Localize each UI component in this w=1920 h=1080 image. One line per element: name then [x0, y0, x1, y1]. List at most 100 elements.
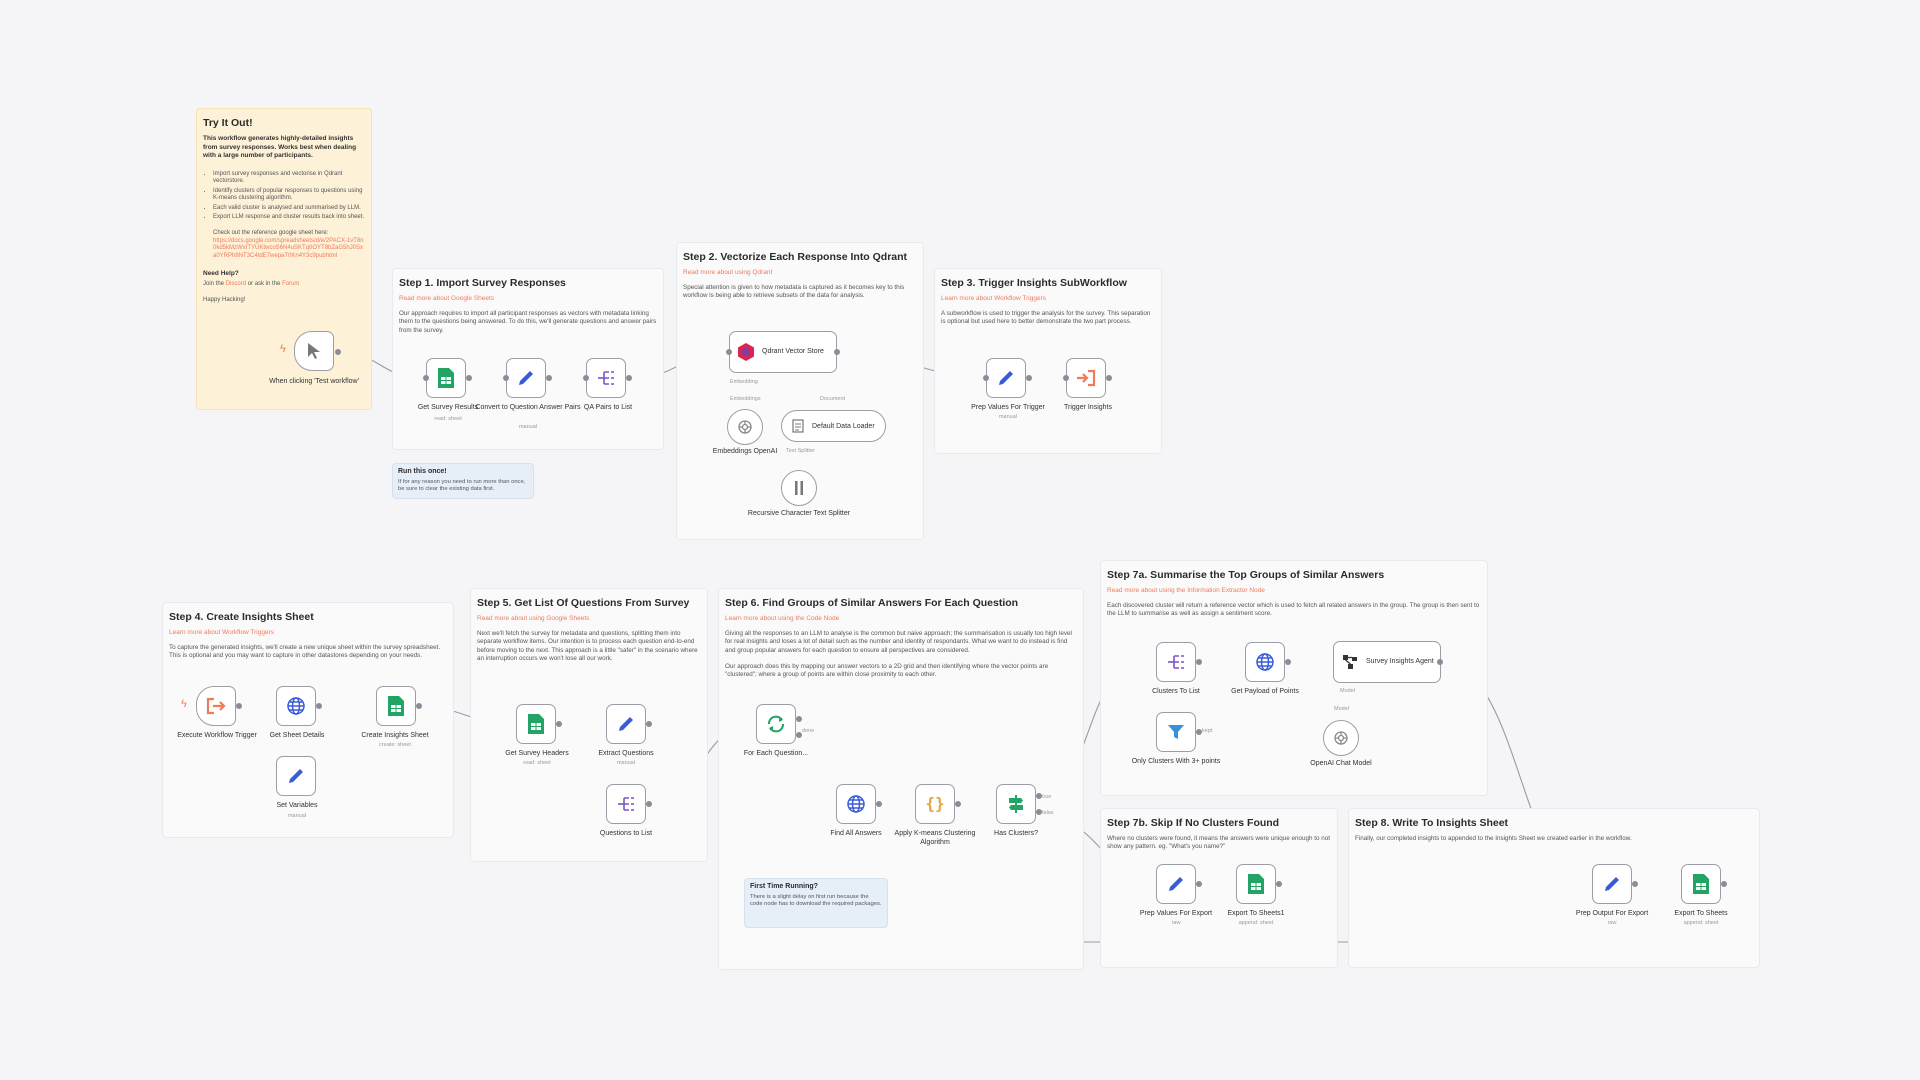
output-port[interactable] [834, 349, 840, 355]
step-7b-note[interactable]: Step 7b. Skip If No Clusters Found Where… [1100, 808, 1338, 968]
try-it-out-note[interactable]: Try It Out! This workflow generates high… [196, 108, 372, 410]
output-port[interactable] [955, 801, 961, 807]
node-create-insights-sheet[interactable] [376, 686, 416, 726]
output-port[interactable] [876, 801, 882, 807]
output-port[interactable] [1285, 659, 1291, 665]
connector-label: done [802, 728, 815, 734]
output-port[interactable] [796, 716, 802, 722]
node-label: Questions to List [599, 830, 653, 837]
note-bullets: Import survey responses and vectorise in… [203, 171, 365, 223]
output-port[interactable] [236, 703, 242, 709]
output-port[interactable] [646, 801, 652, 807]
node-label: Prep Output For Export [1575, 910, 1649, 917]
node-default-data-loader[interactable]: Default Data Loader [781, 410, 886, 442]
output-port[interactable] [1026, 375, 1032, 381]
connector-label: Model [1334, 706, 1349, 712]
node-subtitle: read: sheet [434, 416, 462, 422]
node-embeddings-openai[interactable] [727, 409, 763, 445]
split-icon [618, 797, 634, 811]
output-port[interactable] [1721, 881, 1727, 887]
node-get-survey-headers[interactable] [516, 704, 556, 744]
step-link[interactable]: Learn more about Workflow Triggers [169, 629, 275, 636]
step-link[interactable]: Read more about using Qdrant [683, 269, 773, 276]
node-trigger-insights[interactable] [1066, 358, 1106, 398]
node-label: Create Insights Sheet [361, 732, 429, 739]
output-port[interactable] [796, 732, 802, 738]
node-get-survey-results[interactable] [426, 358, 466, 398]
output-port[interactable] [466, 375, 472, 381]
step-link[interactable]: Learn more about using the Code Node [725, 615, 840, 622]
output-port[interactable] [626, 375, 632, 381]
node-prep-values-trigger[interactable] [986, 358, 1026, 398]
output-port[interactable] [1106, 375, 1112, 381]
run-once-note[interactable]: Run this once! If for any reason you nee… [392, 463, 534, 499]
step-link[interactable]: Read more about using the Information Ex… [1107, 587, 1265, 594]
step-3-note[interactable]: Step 3. Trigger Insights SubWorkflow Lea… [934, 268, 1162, 454]
loop-icon [768, 715, 784, 733]
node-qa-pairs-to-list[interactable] [586, 358, 626, 398]
node-label: Extract Questions [598, 750, 654, 757]
output-port[interactable] [1276, 881, 1282, 887]
step-desc: Finally, our completed insights to appen… [1355, 835, 1632, 842]
node-label: Prep Values For Export [1139, 910, 1213, 917]
node-set-variables[interactable] [276, 756, 316, 796]
output-port[interactable] [1036, 809, 1042, 815]
node-qdrant-vector-store[interactable]: Qdrant Vector Store [729, 331, 837, 373]
step-5-note[interactable]: Step 5. Get List Of Questions From Surve… [470, 588, 708, 862]
node-convert-qa-pairs[interactable] [506, 358, 546, 398]
node-export-to-sheets[interactable] [1681, 864, 1721, 904]
node-for-each-question[interactable] [756, 704, 796, 744]
join-text: Join the [203, 281, 225, 288]
step-desc-2: Our approach does this by mapping our an… [725, 662, 1049, 679]
output-port[interactable] [1632, 881, 1638, 887]
note-desc: If for any reason you need to run more t… [398, 479, 526, 492]
step-link[interactable]: Read more about Google Sheets [399, 295, 495, 302]
document-icon [792, 419, 804, 433]
output-port[interactable] [556, 721, 562, 727]
node-only-clusters-filter[interactable] [1156, 712, 1196, 752]
node-prep-output-export[interactable] [1592, 864, 1632, 904]
input-port[interactable] [503, 375, 509, 381]
output-port[interactable] [1196, 881, 1202, 887]
input-port[interactable] [423, 375, 429, 381]
output-port[interactable] [335, 349, 341, 355]
node-questions-to-list[interactable] [606, 784, 646, 824]
node-has-clusters[interactable] [996, 784, 1036, 824]
node-label: When clicking 'Test workflow' [269, 378, 359, 385]
input-port[interactable] [726, 349, 732, 355]
output-port[interactable] [1036, 793, 1042, 799]
output-port[interactable] [546, 375, 552, 381]
node-execute-workflow-trigger[interactable] [196, 686, 236, 726]
node-label: Has Clusters? [994, 830, 1038, 837]
node-kmeans-code[interactable]: {} [915, 784, 955, 824]
node-openai-chat-model[interactable] [1323, 720, 1359, 756]
node-extract-questions[interactable] [606, 704, 646, 744]
node-find-all-answers[interactable] [836, 784, 876, 824]
forum-link[interactable]: Forum [282, 281, 300, 288]
step-desc: Giving all the responses to an LLM to an… [725, 630, 1072, 654]
node-get-payload-points[interactable] [1245, 642, 1285, 682]
discord-link[interactable]: Discord [225, 281, 247, 288]
node-survey-insights-agent[interactable]: Survey Insights Agent [1333, 641, 1441, 683]
node-manual-trigger[interactable] [294, 331, 334, 371]
output-port[interactable] [646, 721, 652, 727]
output-port[interactable] [416, 703, 422, 709]
sheet-link[interactable]: https://docs.google.com/spreadsheets/d/e… [213, 237, 364, 259]
node-export-to-sheets1[interactable] [1236, 864, 1276, 904]
output-port[interactable] [1196, 729, 1202, 735]
node-label: Convert to Question Answer Pairs [475, 404, 581, 411]
input-port[interactable] [1063, 375, 1069, 381]
node-text-splitter[interactable] [781, 470, 817, 506]
node-clusters-to-list[interactable] [1156, 642, 1196, 682]
output-port[interactable] [1437, 659, 1443, 665]
step-link[interactable]: Read more about using Google Sheets [477, 615, 590, 622]
step-link[interactable]: Learn more about Workflow Triggers [941, 295, 1047, 302]
node-get-sheet-details[interactable] [276, 686, 316, 726]
input-port[interactable] [583, 375, 589, 381]
node-prep-values-export[interactable] [1156, 864, 1196, 904]
output-port[interactable] [1196, 659, 1202, 665]
first-time-note[interactable]: First Time Running? There is a slight de… [744, 878, 888, 928]
input-port[interactable] [983, 375, 989, 381]
output-port[interactable] [316, 703, 322, 709]
